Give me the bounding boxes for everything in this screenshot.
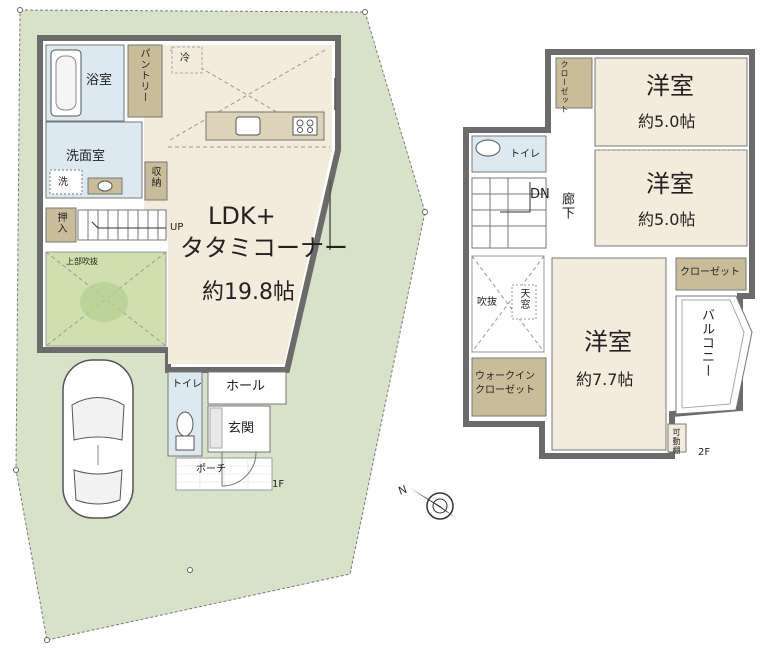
staircase-1f [77, 209, 167, 241]
storage-label: 収納 [149, 166, 160, 188]
walk-in-closet [471, 357, 547, 417]
closet-wide [675, 257, 747, 291]
stove-icon [292, 116, 318, 136]
entrance-label: 玄関 [228, 421, 255, 436]
open-above-label: 上部吹抜 [66, 257, 98, 266]
ldk-size-label: 約19.8帖 [202, 280, 295, 305]
closet-1f [45, 207, 77, 243]
washer-label: 洗 [58, 177, 68, 188]
room2-name-label: 洋室 [646, 170, 694, 198]
toilet-icon [175, 411, 195, 451]
balcony [675, 295, 753, 415]
toilet-2f-label: トイレ [510, 149, 540, 160]
hall-label: ホール [226, 379, 266, 394]
skylight-label: 天窓 [518, 288, 529, 310]
pantry-label: パントリー [138, 48, 149, 103]
balcony-label: バルコニー [699, 308, 714, 378]
hall [207, 371, 287, 405]
toilet-1f-label: トイレ [172, 379, 202, 390]
ldk-label-line2: タタミコーナー [180, 234, 348, 262]
bath-label: 浴室 [86, 73, 113, 88]
svg-text:N: N [397, 483, 409, 498]
bathtub-icon [50, 49, 82, 117]
corridor-label: 廊下 [559, 192, 574, 220]
porch-label: ポーチ [196, 464, 226, 475]
ldk-label-line1: LDK+ [208, 202, 276, 230]
void-label: 吹抜 [477, 297, 497, 308]
room3-size-label: 約7.7帖 [576, 370, 634, 389]
car-icon [62, 359, 134, 519]
floor-2f-label: 2F [698, 447, 711, 458]
fridge-label: 冷 [180, 53, 190, 64]
movable-shelf-label: 可動棚 [672, 428, 681, 455]
wic-label-line1: ウォークイン [475, 371, 535, 382]
washbasin-icon [87, 177, 123, 195]
storage-1f [144, 161, 168, 201]
wic-label-line2: クローゼット [475, 385, 535, 396]
western-room-1 [594, 57, 748, 147]
kitchen-sink-icon [235, 116, 261, 136]
washroom-label: 洗面室 [66, 149, 106, 164]
floor-1f-label: 1F [272, 479, 285, 490]
closet-wide-label: クローゼット [680, 267, 740, 278]
up-label: UP [170, 222, 184, 233]
room1-size-label: 約5.0帖 [638, 112, 696, 131]
closet-vertical [555, 57, 593, 109]
room1-name-label: 洋室 [646, 72, 694, 100]
western-room-3 [551, 257, 667, 451]
western-room-2 [594, 149, 748, 247]
pantry [127, 44, 163, 118]
closet-1f-label: 押入 [55, 212, 66, 234]
room2-size-label: 約5.0帖 [638, 210, 696, 229]
north-arrow-icon: N [397, 483, 456, 520]
closet-small-label: クローゼット [560, 60, 569, 114]
staircase-2f [471, 177, 547, 249]
dn-label: DN [530, 187, 550, 202]
room3-name-label: 洋室 [584, 328, 632, 356]
